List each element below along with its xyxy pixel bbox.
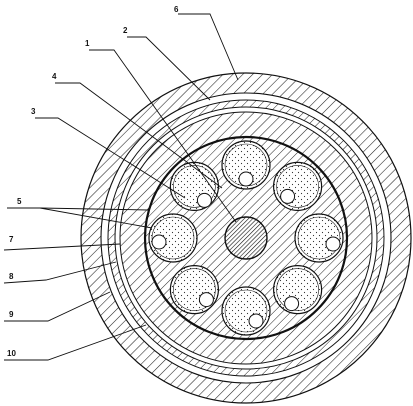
- label-9: 9: [9, 310, 14, 319]
- leader-9: [4, 291, 111, 322]
- label-6: 6: [174, 5, 179, 14]
- loose-tube-inner-wall: [224, 289, 268, 333]
- loose-tube: [148, 213, 198, 263]
- leader-3: [35, 117, 186, 199]
- label-2: 2: [123, 26, 128, 35]
- optical-fibre: [238, 171, 254, 187]
- leader-5b: [39, 207, 153, 229]
- optical-fibre: [198, 292, 214, 308]
- leader-6: [178, 13, 239, 81]
- optical-fibre: [151, 234, 167, 250]
- optical-fibre: [196, 192, 212, 208]
- central-strength-member: [224, 216, 268, 260]
- loose-tube-inner-wall: [173, 268, 216, 311]
- optical-fibre: [284, 296, 300, 312]
- leader-1: [89, 49, 237, 223]
- label-3: 3: [31, 107, 36, 116]
- label-7: 7: [9, 235, 14, 244]
- optical-fibre: [280, 188, 296, 204]
- leader-10: [4, 324, 147, 361]
- label-10: 10: [7, 349, 16, 358]
- label-8: 8: [9, 272, 14, 281]
- leader-4: [55, 82, 223, 189]
- label-4: 4: [52, 72, 57, 81]
- loose-tube: [221, 140, 271, 190]
- loose-tube: [169, 265, 219, 315]
- leader-7: [3, 243, 121, 251]
- label-5: 5: [17, 197, 22, 206]
- loose-tube: [221, 286, 271, 336]
- optical-fibre: [248, 313, 264, 329]
- loose-tube-group: [148, 140, 344, 336]
- loose-tube-inner-wall: [276, 165, 319, 208]
- loose-tube-inner-wall: [151, 216, 195, 260]
- loose-tube-inner-wall: [173, 165, 216, 208]
- leader-2: [127, 36, 211, 101]
- leader-lines: [3, 13, 239, 361]
- loose-tube: [273, 161, 323, 211]
- loose-tube-inner-wall: [276, 268, 319, 311]
- leader-8: [3, 261, 117, 284]
- optical-fibre: [325, 236, 341, 252]
- loose-tube-inner-wall: [297, 216, 341, 260]
- label-1: 1: [85, 39, 90, 48]
